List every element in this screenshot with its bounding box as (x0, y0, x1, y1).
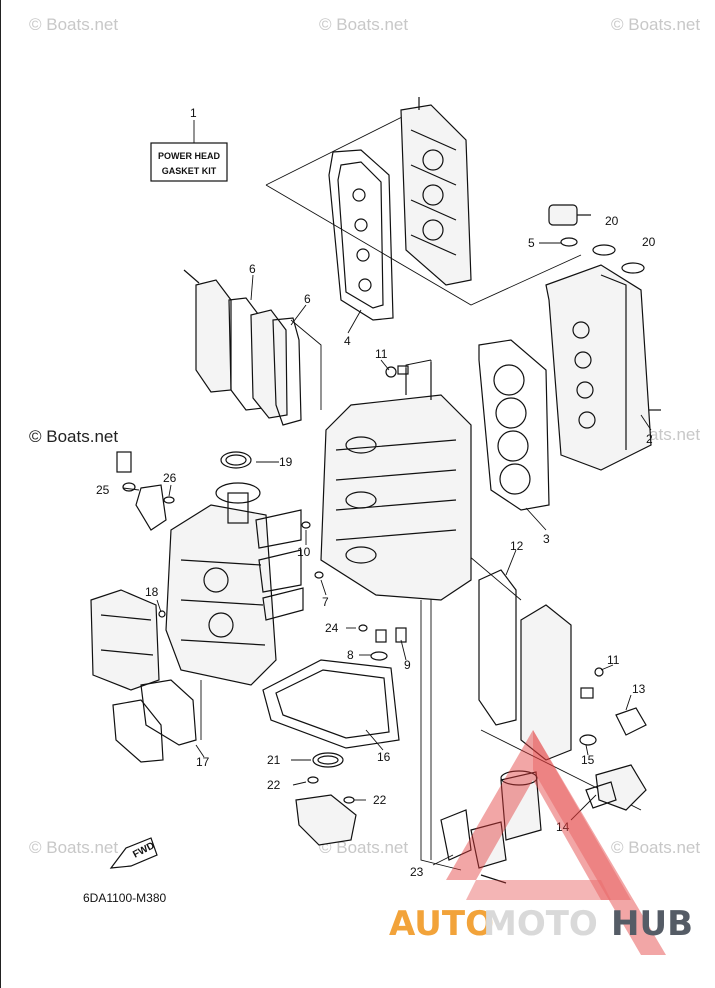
callout-4: 4 (344, 334, 351, 348)
callout-6-right: 6 (304, 292, 311, 306)
watermark-bottom-center: © Boats.net (319, 838, 408, 857)
callout-numbers: 1 2 3 4 5 6 6 7 8 9 10 11 11 12 13 14 15… (96, 106, 656, 879)
callout-25: 25 (96, 483, 110, 497)
diagram-code: 6DA1100-M380 (83, 891, 166, 905)
callout-21: 21 (267, 753, 281, 767)
cam-sensor (548, 204, 591, 247)
callout-26: 26 (163, 471, 177, 485)
kit-label-line1: POWER HEAD (158, 151, 221, 161)
callout-22-right: 22 (373, 793, 387, 807)
callout-20-left: 20 (605, 214, 619, 228)
crankcase-cover (90, 589, 197, 763)
exhaust-guide-gasket (478, 569, 572, 761)
oil-pan-gasket (262, 659, 400, 749)
watermark-top-left: © Boats.net (29, 15, 118, 34)
head-cover-gasket (328, 149, 394, 321)
thermostat-parts (579, 667, 647, 811)
callout-7: 7 (322, 595, 329, 609)
oil-strainer-assembly (295, 752, 357, 846)
callout-8: 8 (347, 648, 354, 662)
cylinder-head-cover (400, 97, 472, 286)
callout-9: 9 (404, 658, 411, 672)
small-orings (158, 365, 661, 661)
cylinder-head (545, 244, 652, 471)
callout-11-bottom: 11 (607, 653, 620, 667)
oil-filter-fitting (116, 451, 175, 531)
oil-seal-19 (220, 451, 252, 469)
kit-label-line2: GASKET KIT (162, 166, 217, 176)
callout-12: 12 (510, 539, 524, 553)
callout-6-left: 6 (249, 262, 256, 276)
watermark-bottom-right: © Boats.net (611, 838, 700, 857)
callout-14: 14 (556, 820, 570, 834)
callout-leaders (122, 242, 652, 866)
callout-19: 19 (279, 455, 293, 469)
watermark-bottom-left: © Boats.net (29, 838, 118, 857)
crankcase (165, 482, 304, 686)
callout-11-top: 11 (375, 347, 388, 361)
callout-2: 2 (646, 432, 653, 446)
brand-auto: AUTO (389, 904, 494, 944)
callout-23: 23 (410, 865, 424, 879)
exhaust-cover-gaskets (183, 269, 302, 426)
brand-hub: HUB (611, 904, 693, 944)
brand-moto: MOTO (483, 904, 598, 944)
callout-1: 1 (190, 106, 197, 120)
oil-filter-bracket (440, 770, 542, 884)
callout-17: 17 (196, 755, 210, 769)
head-gasket (478, 339, 550, 511)
callout-5: 5 (528, 236, 535, 250)
watermark-top-center: © Boats.net (319, 15, 408, 34)
callout-16: 16 (377, 750, 391, 764)
cylinder-block (320, 362, 472, 601)
automotohub-logo (446, 730, 666, 955)
callout-10: 10 (297, 545, 311, 559)
callout-20-right: 20 (642, 235, 656, 249)
fwd-arrow: FWD (109, 837, 158, 869)
gasket-kit-label: POWER HEAD GASKET KIT (150, 120, 228, 182)
watermark-top-right: © Boats.net (611, 15, 700, 34)
callout-24: 24 (325, 621, 339, 635)
automotohub-wordmark: AUTO MOTO HUB (389, 904, 693, 944)
watermark-mid-left: © Boats.net (29, 427, 118, 446)
callout-18: 18 (145, 585, 159, 599)
callout-3: 3 (543, 532, 550, 546)
callout-15: 15 (581, 753, 595, 767)
callout-22-left: 22 (267, 778, 281, 792)
callout-13: 13 (632, 682, 646, 696)
